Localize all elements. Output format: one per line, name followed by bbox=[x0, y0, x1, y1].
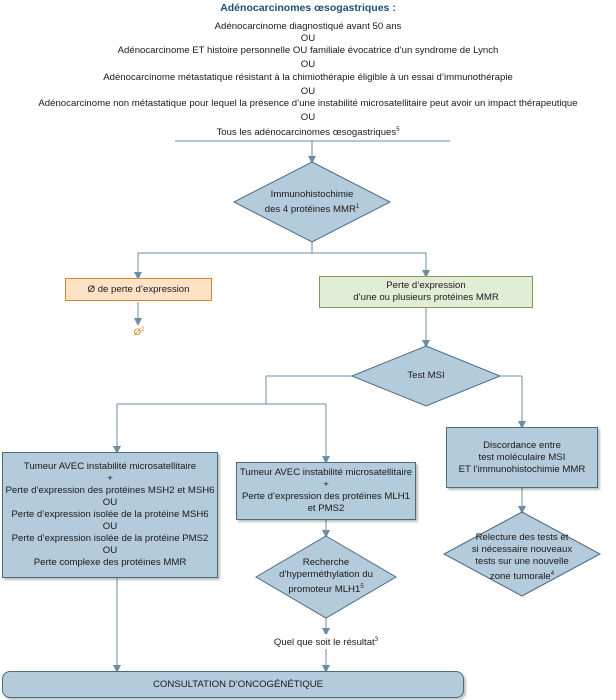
hypermeth-label: Recherche d’hyperméthylation du promoteu… bbox=[279, 557, 373, 596]
discordance-box: Discordance entre test moléculaire MSI E… bbox=[446, 427, 598, 488]
criterion-5: Tous les adénocarcinomes œsogastriques5 bbox=[216, 127, 400, 139]
reread-label: Relecture des tests et si nécessaire nou… bbox=[471, 532, 573, 583]
criterion-or-3: OU bbox=[300, 86, 316, 97]
oncogenetics-consultation-label: CONSULTATION D’ONCOGÉNÉTIQUE bbox=[153, 678, 324, 690]
criterion-2: Adénocarcinome ET histoire personnelle O… bbox=[117, 45, 499, 56]
msi-test-label: Test MSI bbox=[407, 370, 445, 381]
page-title: Adénocarcinomes œsogastriques : bbox=[220, 2, 396, 14]
whatever-result-label: Quel que soit le résultat3 bbox=[240, 634, 412, 650]
criterion-4: Adénocarcinome non métastatique pour leq… bbox=[38, 98, 578, 109]
ihc-diamond bbox=[232, 161, 392, 243]
hypermeth-diamond bbox=[255, 535, 397, 619]
mid-result-box: Tumeur AVEC instabilité microsatellitair… bbox=[236, 462, 416, 520]
left-result-box: Tumeur AVEC instabilité microsatellitair… bbox=[2, 452, 218, 578]
reread-diamond bbox=[442, 511, 602, 597]
criterion-1: Adénocarcinome diagnostiqué avant 50 ans bbox=[214, 21, 402, 32]
msi-diamond bbox=[350, 345, 502, 407]
no-loss-label: Ø de perte d’expression bbox=[87, 283, 190, 295]
loss-box: Perte d’expression d’une ou plusieurs pr… bbox=[319, 276, 533, 308]
no-loss-box: Ø de perte d’expression bbox=[65, 278, 212, 301]
criterion-or-2: OU bbox=[300, 59, 316, 70]
oncogenetics-consultation-box: CONSULTATION D’ONCOGÉNÉTIQUE bbox=[2, 671, 464, 698]
criterion-3: Adénocarcinome métastatique résistant à … bbox=[103, 72, 513, 83]
criterion-or-4: OU bbox=[300, 112, 316, 123]
ihc-label: Immunohistochimie des 4 protéines MMR1 bbox=[264, 189, 360, 216]
no-loss-result: Ø2 bbox=[133, 327, 145, 339]
criterion-or-1: OU bbox=[300, 33, 316, 44]
